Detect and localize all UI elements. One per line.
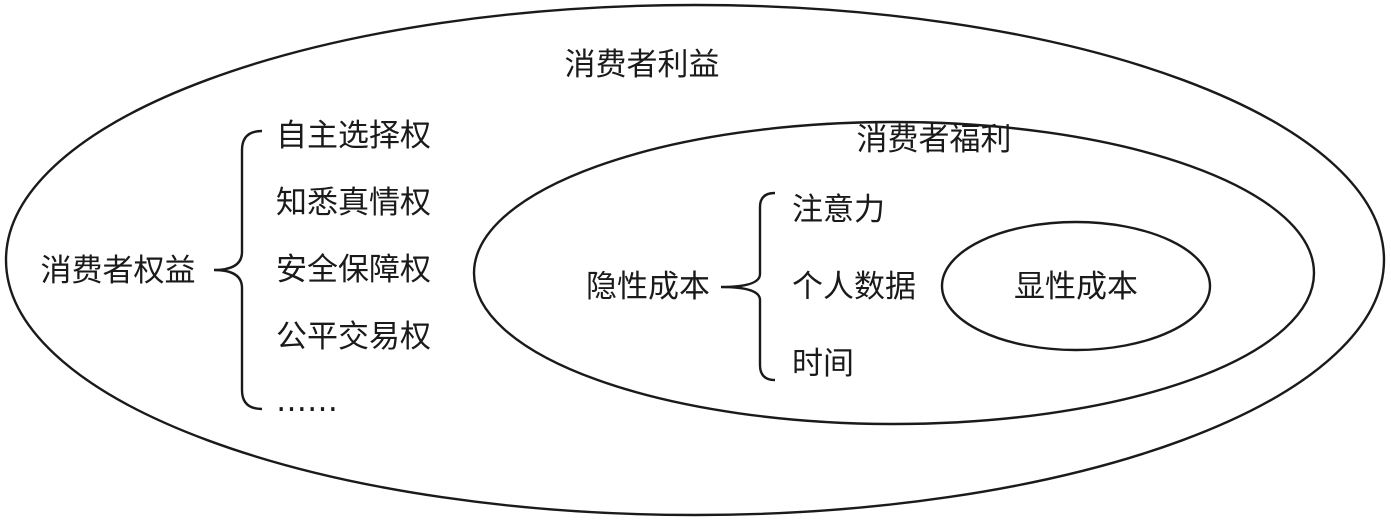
hidden-cost-item: 个人数据 (792, 269, 916, 305)
rights-item: 安全保障权 (276, 252, 431, 288)
consumer-rights-label: 消费者权益 (41, 253, 196, 289)
explicit-cost-label: 显性成本 (1014, 269, 1138, 305)
consumer-interest-ellipse (4, 3, 1386, 517)
hidden-cost-item: 时间 (792, 346, 854, 382)
consumer-welfare-title: 消费者福利 (857, 122, 1012, 158)
rights-brace (213, 129, 263, 411)
rights-item: 自主选择权 (276, 118, 431, 154)
hidden-cost-item: 注意力 (792, 192, 885, 228)
rights-item: 知悉真情权 (276, 185, 431, 221)
hidden-cost-brace (720, 191, 776, 382)
consumer-interest-title: 消费者利益 (565, 47, 720, 83)
explicit-cost-ellipse (940, 220, 1212, 352)
rights-item: 公平交易权 (276, 319, 431, 355)
hidden-cost-label: 隐性成本 (586, 269, 710, 305)
consumer-welfare-ellipse (472, 120, 1316, 426)
rights-item-ellipsis: …… (276, 383, 338, 419)
